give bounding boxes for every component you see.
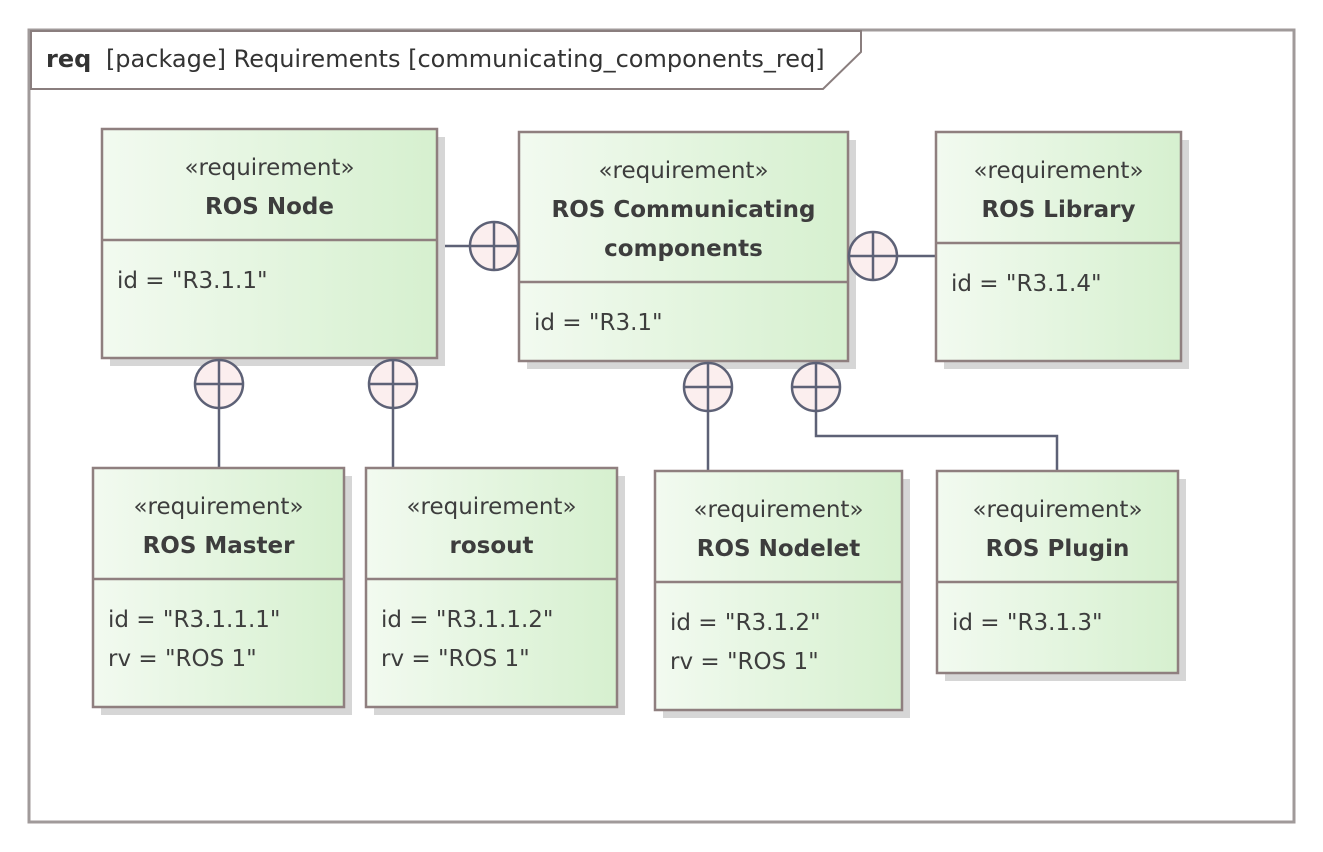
requirement-rosout[interactable]: «requirement» rosout id = "R3.1.1.2" rv = "… [364, 466, 625, 715]
frame-heading-tab [30, 30, 862, 90]
requirement-box [653, 469, 904, 712]
requirement-ros-library[interactable]: «requirement» ROS Library id = "R3.1.4" [934, 130, 1189, 369]
requirement-attribute: id = "R3.1.3" [952, 610, 1103, 636]
requirement-name: ROS Plugin [986, 536, 1130, 562]
requirement-ros-plugin[interactable]: «requirement» ROS Plugin id = "R3.1.3" [935, 469, 1186, 681]
containment-icon-rosout [367, 358, 419, 410]
containment-symbols [193, 220, 899, 413]
requirement-ros-master[interactable]: «requirement» ROS Master id = "R3.1.1.1" rv… [91, 466, 352, 715]
requirement-attribute: id = "R3.1.1.1" [108, 607, 281, 633]
requirement-stereotype: «requirement» [973, 158, 1143, 184]
frame-keyword: req [46, 45, 91, 73]
requirement-attribute: rv = "ROS 1" [670, 649, 819, 675]
requirement-name: ROS Node [205, 194, 334, 220]
containment-icon-library [847, 230, 899, 282]
requirement-name: ROS Communicating [552, 197, 816, 223]
requirement-name: ROS Library [981, 197, 1135, 223]
requirement-attribute: id = "R3.1.1.2" [381, 607, 554, 633]
requirement-box [91, 466, 346, 709]
containment-icon-node [468, 220, 520, 272]
containment-icon-master [193, 358, 245, 410]
requirement-attribute: rv = "ROS 1" [108, 646, 257, 672]
requirement-ros-communicating-components[interactable]: «requirement» ROS Communicating components… [517, 130, 856, 369]
frame-heading-text: req [package] Requirements [communicatin… [46, 45, 825, 73]
requirement-attribute: rv = "ROS 1" [381, 646, 530, 672]
containment-icon-nodelet [682, 361, 734, 413]
requirement-stereotype: «requirement» [972, 497, 1142, 523]
requirement-attribute: id = "R3.1.1" [117, 268, 268, 294]
requirement-ros-nodelet[interactable]: «requirement» ROS Nodelet id = "R3.1.2" rv … [653, 469, 910, 718]
requirement-box [935, 469, 1180, 675]
requirement-box [364, 466, 619, 709]
frame-heading: req [package] Requirements [communicatin… [30, 30, 862, 90]
requirement-stereotype: «requirement» [184, 155, 354, 181]
requirement-stereotype: «requirement» [598, 158, 768, 184]
requirement-box [100, 127, 439, 360]
containment-icon-plugin [790, 361, 842, 413]
requirement-stereotype: «requirement» [133, 494, 303, 520]
requirement-name: rosout [449, 533, 533, 559]
requirement-ros-node[interactable]: «requirement» ROS Node id = "R3.1.1" [100, 127, 445, 366]
requirement-attribute: id = "R3.1" [534, 310, 663, 336]
requirement-name: ROS Nodelet [697, 536, 860, 562]
requirement-box [934, 130, 1183, 363]
requirement-stereotype: «requirement» [693, 497, 863, 523]
containment-lines [217, 244, 1059, 471]
containment-line-plugin [814, 411, 1059, 471]
requirement-name: ROS Master [143, 533, 296, 559]
requirement-stereotype: «requirement» [406, 494, 576, 520]
frame-title: [package] Requirements [communicating_co… [106, 45, 825, 73]
requirement-name: components [604, 236, 763, 262]
requirement-attribute: id = "R3.1.4" [951, 271, 1102, 297]
requirement-attribute: id = "R3.1.2" [670, 610, 821, 636]
